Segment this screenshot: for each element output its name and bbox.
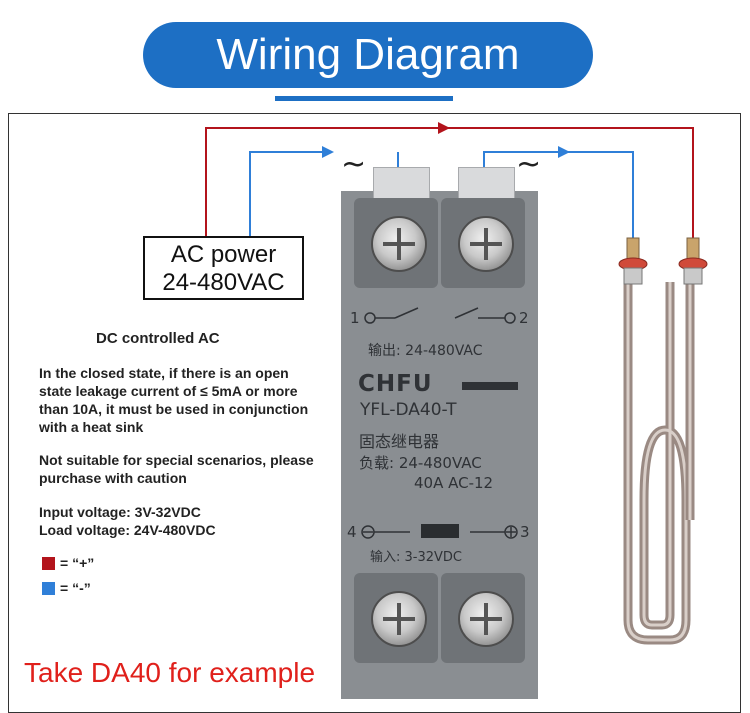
ac-power-box: AC power 24-480VAC — [143, 236, 304, 300]
page-title: Wiring Diagram — [216, 30, 520, 79]
terminal-2-label: 2 — [519, 309, 529, 327]
left-load-wire — [249, 151, 330, 238]
model-number: YFL-DA40-T — [360, 400, 457, 420]
terminal-4-label: 4 — [347, 523, 357, 541]
heater-terminal-right — [678, 237, 708, 285]
ac-power-title: AC power — [170, 241, 277, 268]
caution-note: Not suitable for special scenarios, plea… — [39, 452, 314, 486]
negative-swatch — [42, 581, 55, 595]
rating-label: 40A AC-12 — [414, 474, 494, 492]
ac-symbol-left: ~ — [341, 147, 367, 182]
input-label: 输入: 3-32VDC — [370, 550, 462, 565]
legend-positive: = “+” — [42, 555, 94, 571]
screw-terminal-3 — [458, 591, 514, 647]
legend-negative: = “-” — [42, 580, 91, 596]
positive-arrow — [438, 122, 450, 134]
example-caption: Take DA40 for example — [24, 657, 316, 688]
screw-terminal-1 — [371, 216, 427, 272]
ac-power-voltage: 24-480VAC — [162, 269, 285, 296]
right-load-arrow — [558, 146, 570, 158]
leakage-note: In the closed state, if there is an open… — [39, 365, 309, 435]
positive-legend-label: = “+” — [60, 555, 95, 571]
relay-top-tab-left — [373, 167, 430, 199]
load-voltage: Load voltage: 24V-480VDC — [39, 522, 216, 538]
title-underline — [275, 96, 453, 101]
title-banner: Wiring Diagram — [143, 22, 593, 88]
terminal-1-label: 1 — [350, 309, 360, 327]
terminal-block-3 — [441, 573, 525, 663]
terminal-3-label: 3 — [520, 523, 530, 541]
heater-terminal-left — [618, 237, 648, 285]
brand-logo: CHFU — [358, 371, 433, 397]
positive-swatch — [42, 556, 55, 570]
output-label: 输出: 24-480VAC — [368, 343, 483, 359]
terminal-block-4 — [354, 573, 438, 663]
terminal-block-2 — [441, 198, 525, 288]
ac-symbol-right: ~ — [516, 147, 542, 182]
heater-element — [623, 282, 695, 645]
left-load-arrow — [322, 146, 334, 158]
input-voltage: Input voltage: 3V-32VDC — [39, 504, 201, 520]
load-label: 负载: 24-480VAC — [359, 454, 482, 472]
info-heading: DC controlled AC — [96, 330, 220, 347]
voltage-specs: Input voltage: 3V-32VDC Load voltage: 24… — [39, 503, 324, 539]
relay-type-cn: 固态继电器 — [359, 432, 440, 451]
terminal-block-1 — [354, 198, 438, 288]
screw-terminal-2 — [458, 216, 514, 272]
negative-legend-label: = “-” — [60, 580, 91, 596]
screw-terminal-4 — [371, 591, 427, 647]
brand-logo-bar — [462, 382, 518, 390]
